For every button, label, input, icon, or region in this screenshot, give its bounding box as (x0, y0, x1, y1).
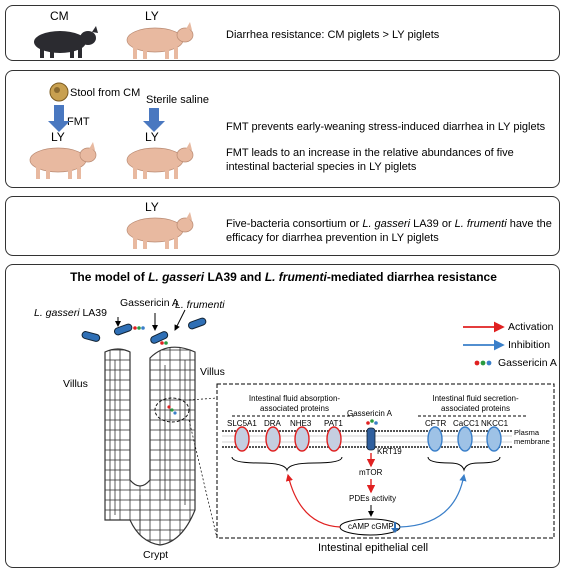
gassericin-legend-icon (474, 360, 492, 366)
legend-gassericin: Gassericin A (498, 357, 557, 369)
panel3-text: Five-bacteria consortium or L. gasseri L… (226, 218, 552, 244)
secretion-title: Intestinal fluid secretion-associated pr… (432, 394, 519, 413)
plasma-membrane-label: Plasma membrane (514, 428, 550, 446)
epithelial-cell-box (216, 383, 555, 539)
ly-label: LY (145, 9, 159, 23)
panel-consortium (5, 196, 560, 256)
ly-label-fmt: LY (51, 130, 65, 144)
ly-pig-icon (126, 22, 194, 59)
ly-label-consortium: LY (145, 200, 159, 214)
panel-diarrhea-resistance (5, 5, 560, 61)
protein-nkcc1: NKCC1 (481, 419, 509, 428)
lfrumenti-label: L. frumenti (175, 299, 225, 311)
ly-pig-fmt-icon (29, 142, 97, 179)
zoom-region (154, 397, 190, 423)
intestinal-villus-crypt (104, 346, 196, 546)
legend-inhibition: Inhibition (508, 339, 551, 351)
decrease-arrow-icon (391, 522, 399, 533)
stool-icon (49, 82, 69, 102)
absorption-protein-icons (234, 426, 342, 452)
cm-pig-icon (34, 26, 98, 58)
protein-slc5a1: SLC5A1 (227, 419, 257, 428)
secretion-protein-icons (427, 426, 502, 452)
panel2-text1: FMT prevents early-weaning stress-induce… (226, 121, 546, 133)
panel-fmt (5, 70, 560, 188)
protein-pat1: PAT1 (324, 419, 343, 428)
lgasseri-label: L. gasseri LA39 (34, 307, 107, 319)
protein-cftr: CFTR (425, 419, 447, 428)
bacteria-icons (81, 317, 207, 345)
ly-pig-saline-icon (126, 142, 194, 179)
mtor-label: mTOR (359, 468, 383, 477)
ly-label-saline: LY (145, 130, 159, 144)
saline-arrow-icon (143, 108, 165, 132)
camp-cgmp-label: cAMP cGMP (348, 522, 394, 531)
protein-nhe3: NHE3 (290, 419, 312, 428)
fmt-arrow-icon (48, 105, 70, 132)
legend-activation: Activation (508, 321, 554, 333)
protein-dra: DRA (264, 419, 281, 428)
villus-right-label: Villus (200, 366, 225, 378)
stool-label: Stool from CM (70, 87, 141, 99)
gassericin-label: Gassericin A (120, 297, 179, 309)
epithelial-cell-caption: Intestinal epithelial cell (318, 542, 429, 554)
saline-label: Sterile saline (146, 94, 209, 106)
krt19-label: KRT19 (377, 447, 402, 456)
cell-gassericin-label: Gassericin A (347, 409, 392, 418)
ly-pig-consortium-icon (126, 212, 194, 249)
pdes-label: PDEs activity (349, 494, 397, 503)
absorption-title: Intestinal fluid absorption-associated p… (248, 394, 341, 413)
panel2-text2: FMT leads to an increase in the relative… (226, 147, 514, 173)
cm-label: CM (50, 9, 69, 23)
protein-cacc1: CaCC1 (453, 419, 480, 428)
model-title: The model of L. gasseri LA39 and L. frum… (70, 270, 497, 284)
villus-left-label: Villus (63, 378, 88, 390)
krt19-receptor-icon (366, 419, 378, 451)
crypt-label: Crypt (143, 549, 169, 561)
panel1-text: Diarrhea resistance: CM piglets > LY pig… (226, 29, 440, 41)
fmt-label: FMT (67, 116, 90, 128)
